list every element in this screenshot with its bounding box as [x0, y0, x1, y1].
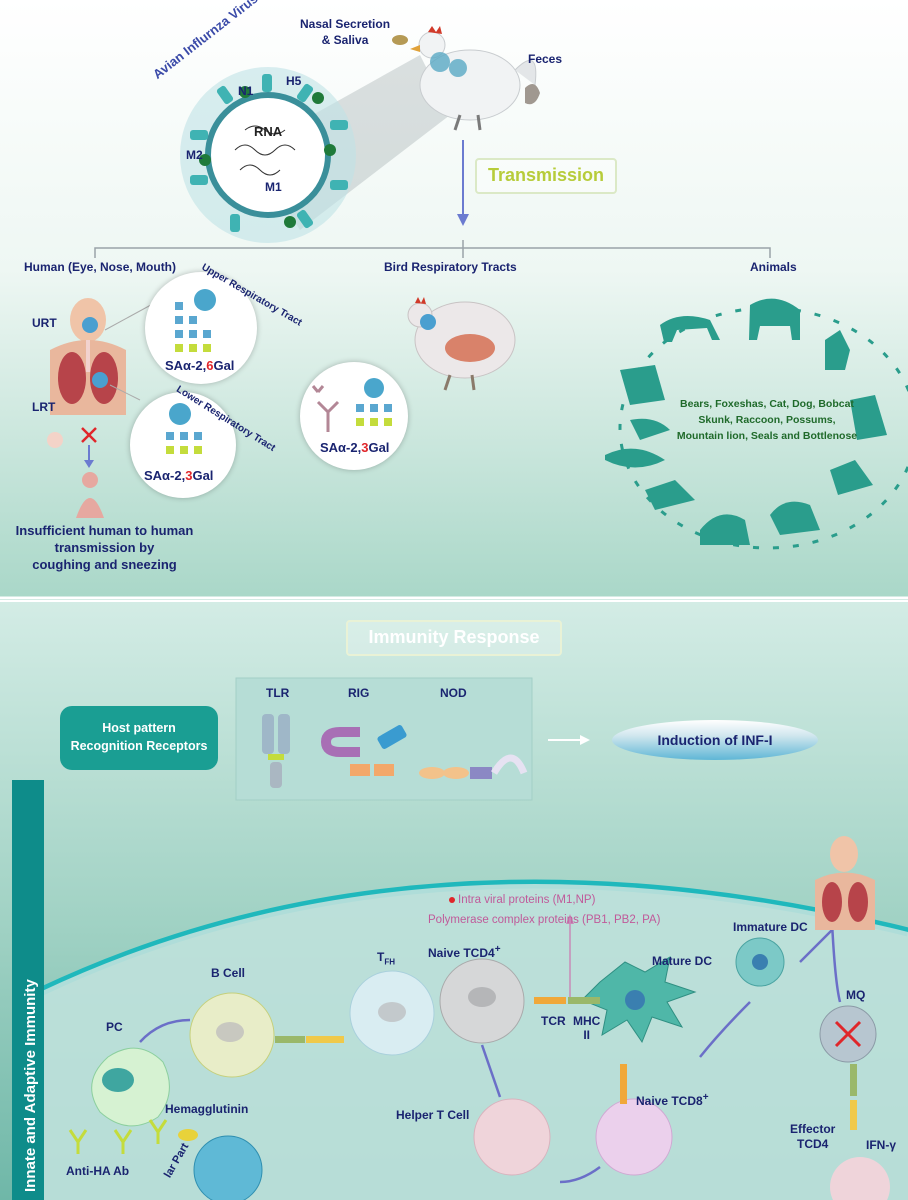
branch-animals-label: Animals: [750, 260, 797, 274]
lrt-pointer: [109, 384, 141, 401]
virus-label-n1: N1: [238, 84, 254, 98]
lower-receptor-text: SAα-2,3Gal: [144, 468, 214, 483]
nasal-label: Nasal Secretion & Saliva: [300, 17, 391, 47]
mq-label: MQ: [846, 988, 866, 1002]
effector-tcd4-label: Effector TCD4: [790, 1122, 836, 1151]
side-bar: [12, 780, 44, 1200]
immunity-badge: Immunity Response: [346, 620, 562, 656]
virus-particle: [193, 1135, 263, 1200]
virus-label-m2: M2: [186, 148, 203, 162]
tcr-label: TCR: [541, 1014, 566, 1028]
nod-label: NOD: [440, 686, 467, 700]
effector-cell-shape: [830, 1157, 890, 1200]
human-body: [50, 298, 126, 415]
intra-viral-text: Intra viral proteins (M1,NP): [458, 894, 596, 906]
tfh-label: TFH: [377, 950, 396, 967]
virus-label-m1: M1: [265, 180, 282, 194]
tlr-icon: [262, 714, 290, 788]
mq-shape: [819, 1005, 877, 1063]
feces-label: Feces: [528, 52, 563, 66]
transmission-panel: Avian Influrnza Virus N1 H5 RNA M2 M1 Na…: [0, 0, 908, 603]
naive-tcd4-label: Naive TCD4+: [428, 944, 501, 960]
lrt-label: LRT: [32, 400, 56, 414]
receptor-bars: [275, 997, 857, 1130]
ifn-label: IFN-γ: [866, 1138, 896, 1152]
hemagglutinin-shape: [178, 1129, 198, 1141]
upper-receptor-text: SAα-2,6Gal: [165, 358, 235, 373]
tlr-label: TLR: [266, 686, 290, 700]
naive-tcd8-label: Naive TCD8+: [636, 1092, 709, 1108]
polymerase-text: Polymerase complex proteins (PB1, PB2, P…: [428, 914, 661, 926]
saliva-drop: [392, 35, 408, 45]
animal-silhouettes: [605, 298, 887, 545]
immunity-panel: Immunity Response Host pattern Recogniti…: [0, 602, 908, 1200]
side-bar-label: Innate and Adaptive Immunity: [22, 979, 39, 1192]
rig-icon: [320, 725, 407, 776]
bullet-dot: [449, 897, 455, 903]
rig-label: RIG: [348, 686, 370, 700]
mature-dc-shape: [581, 955, 697, 1044]
naive-tcd8-shape: [595, 1098, 673, 1176]
virus-label-h5: H5: [286, 74, 302, 88]
sneeze-head-icon: [47, 432, 63, 448]
pc-label: PC: [106, 1020, 123, 1034]
antibody-icons: [68, 1119, 168, 1154]
nod-icon: [419, 754, 528, 779]
host-pattern-box: Host pattern Recognition Receptors: [60, 706, 218, 770]
animals-list: Bears, Foxeshas, Cat, Dog, Bobcat Skunk,…: [676, 398, 858, 442]
immature-dc-shape: [735, 937, 785, 987]
b-cell-label: B Cell: [211, 966, 246, 980]
bird-receptor-text: SAα-2,3Gal: [320, 440, 390, 455]
immunity-graphics: [12, 677, 908, 1200]
branch-bird-label: Bird Respiratory Tracts: [384, 260, 517, 274]
virus-label-rna: RNA: [254, 124, 283, 139]
mhc-label: MHC II: [573, 1014, 601, 1042]
mature-dc-label: Mature DC: [652, 954, 713, 968]
immature-dc-label: Immature DC: [733, 920, 808, 934]
upper-receptor-circle: SAα-2,6Gal: [145, 272, 257, 384]
chicken-illustration: [410, 26, 537, 131]
virus-illustration: [180, 67, 356, 243]
hemagglutinin-label: Hemagglutinin: [165, 1102, 249, 1116]
induction-ellipse: Induction of INF-I: [612, 720, 818, 760]
human-torso-small: [815, 836, 875, 930]
bird-receptor-circle: SAα-2,3Gal: [300, 362, 408, 470]
urt-label: URT: [32, 316, 57, 330]
animals-cycle: [618, 306, 908, 550]
lower-receptor-circle: SAα-2,3Gal: [130, 392, 236, 498]
helper-t-label: Helper T Cell: [396, 1108, 470, 1122]
transmission-graphics: [47, 26, 908, 550]
transmission-badge: Transmission: [475, 158, 617, 194]
branch-human-label: Human (Eye, Nose, Mouth): [24, 260, 177, 274]
helper-t-shape: [473, 1098, 551, 1176]
anti-ha-label: Anti-HA Ab: [66, 1164, 130, 1178]
feces-shape: [525, 84, 540, 105]
bird-body: [407, 297, 516, 391]
branch-lines: [94, 240, 771, 258]
insufficient-text: Insufficient human to human transmission…: [15, 523, 194, 572]
person-figure-icon: [76, 472, 104, 518]
